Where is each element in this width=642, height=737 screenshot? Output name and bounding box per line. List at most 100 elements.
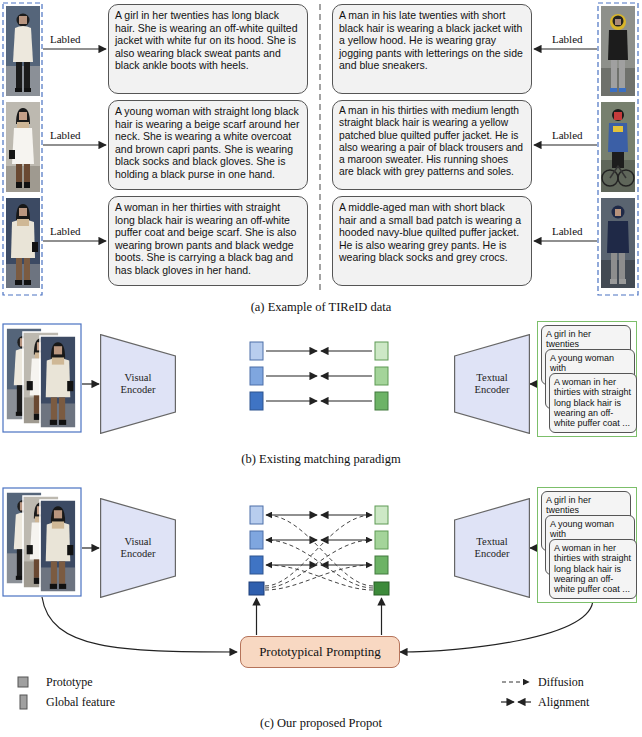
arrow-label: Labled [552, 33, 592, 45]
description-box: A young woman with straight long black h… [108, 100, 308, 190]
drawn-use [41, 500, 76, 592]
legend-sample [500, 694, 532, 710]
description-text: A girl in her twenties has long black ha… [115, 9, 301, 72]
legend-entry: Global feature [8, 694, 115, 710]
drawn-rect [250, 342, 263, 360]
legend-text: Diffusion [538, 675, 584, 690]
drawn-line [43, 144, 106, 145]
drawn-rect [375, 392, 388, 410]
legend-text: Prototype [46, 675, 93, 690]
drawn-path [265, 515, 372, 586]
drawn-use [41, 336, 76, 428]
panel-c-features [249, 506, 389, 635]
drawn-rect [375, 531, 388, 549]
drawn-rect [374, 582, 389, 595]
encoder-trapezoid: Visual Encoder [100, 498, 176, 598]
legend-sample [500, 674, 532, 690]
description-text: A woman in her thirties with straight lo… [115, 201, 301, 277]
drawn-line [321, 564, 372, 565]
drawn-g [265, 515, 373, 590]
drawn-line [321, 350, 372, 351]
arrow-label: Labled [50, 129, 90, 141]
drawn-line [266, 400, 317, 401]
encoder-outline [455, 335, 530, 434]
encoder-outline [455, 499, 530, 598]
panel-a-images [3, 3, 638, 295]
drawn-rect [375, 556, 388, 574]
prompting-box: Prototypical Prompting [240, 636, 400, 668]
legend-arrow [518, 701, 531, 702]
description-text: A girl in her twenties [546, 329, 626, 350]
encoder-label: Visual Encoder [111, 372, 165, 396]
drawn-rect [250, 556, 263, 574]
legend-entry: Diffusion [500, 674, 584, 690]
drawn-use [6, 6, 40, 96]
encoder-trapezoid: Visual Encoder [100, 334, 176, 434]
drawn-line [321, 514, 372, 515]
drawn-line [381, 598, 382, 635]
text-card: A woman in her thirties with straight lo… [549, 539, 637, 599]
module-label: Prototypical Prompting [259, 644, 381, 660]
panel-c-images [3, 488, 237, 652]
drawn-rect [3, 3, 42, 295]
legend-square [18, 677, 28, 687]
encoder-trapezoid: Textual Encoder [454, 334, 530, 434]
drawn-line [266, 375, 317, 376]
description-text: A man in his late twenties with short bl… [339, 9, 525, 72]
drawn-line [266, 514, 317, 515]
description-box: A girl in her twenties has long black ha… [108, 4, 308, 94]
drawn-line [256, 598, 257, 635]
legend-sample [8, 674, 40, 690]
legend-arrow [501, 701, 514, 702]
drawn-use [6, 102, 40, 192]
drawn-line [43, 48, 106, 49]
description-box: A man in his late twenties with short bl… [332, 4, 532, 94]
legend-text: Global feature [46, 695, 115, 710]
panel-b-images [3, 324, 99, 432]
subfigure-caption: (c) Our proposed Propot [0, 716, 642, 731]
description-text: A middle-aged man with short black hair … [339, 201, 525, 264]
drawn-path [265, 565, 372, 590]
drawn-line [43, 240, 106, 241]
drawn-rect [375, 367, 388, 385]
drawn-line [82, 383, 99, 384]
drawn-rect [250, 367, 263, 385]
legend-text: Alignment [538, 695, 589, 710]
legend-dash [502, 682, 529, 683]
arrow-label: Labled [552, 129, 592, 141]
drawn-rect [40, 500, 76, 592]
drawn-line [534, 240, 597, 241]
description-text: A young woman with [550, 353, 630, 374]
drawn-g [257, 515, 382, 635]
encoder-outline [101, 335, 176, 434]
description-text: A woman in her thirties with straight lo… [554, 377, 632, 429]
connector-arrow [400, 599, 593, 652]
drawn-line [321, 400, 372, 401]
encoder-outline [101, 499, 176, 598]
drawn-line [321, 539, 372, 540]
description-box: A middle-aged man with short black hair … [332, 196, 532, 286]
description-text: A young woman with straight long black h… [115, 105, 301, 181]
drawn-rect [40, 336, 76, 428]
drawn-path [266, 565, 373, 590]
drawn-rect [250, 392, 263, 410]
description-text: A girl in her twenties [546, 495, 626, 516]
drawn-rect [598, 3, 638, 295]
drawn-path [266, 540, 373, 588]
drawn-use [601, 6, 635, 96]
drawn-line [266, 350, 317, 351]
legend-sample [8, 694, 40, 710]
text-card: A woman in her thirties with straight lo… [549, 373, 637, 433]
subfigure-caption: (b) Existing matching paradigm [0, 452, 642, 467]
drawn-rect [250, 531, 263, 549]
encoder-label: Visual Encoder [111, 536, 165, 560]
encoder-trapezoid: Textual Encoder [454, 498, 530, 598]
drawn-rect [375, 506, 388, 524]
description-text: A man in his thirties with medium length… [339, 105, 525, 179]
drawn-line [266, 539, 317, 540]
arrow-label: Labled [50, 225, 90, 237]
subfigure-caption: (a) Example of TIReID data [0, 300, 642, 315]
legend-entry: Alignment [500, 694, 589, 710]
description-box: A woman in her thirties with straight lo… [108, 196, 308, 286]
